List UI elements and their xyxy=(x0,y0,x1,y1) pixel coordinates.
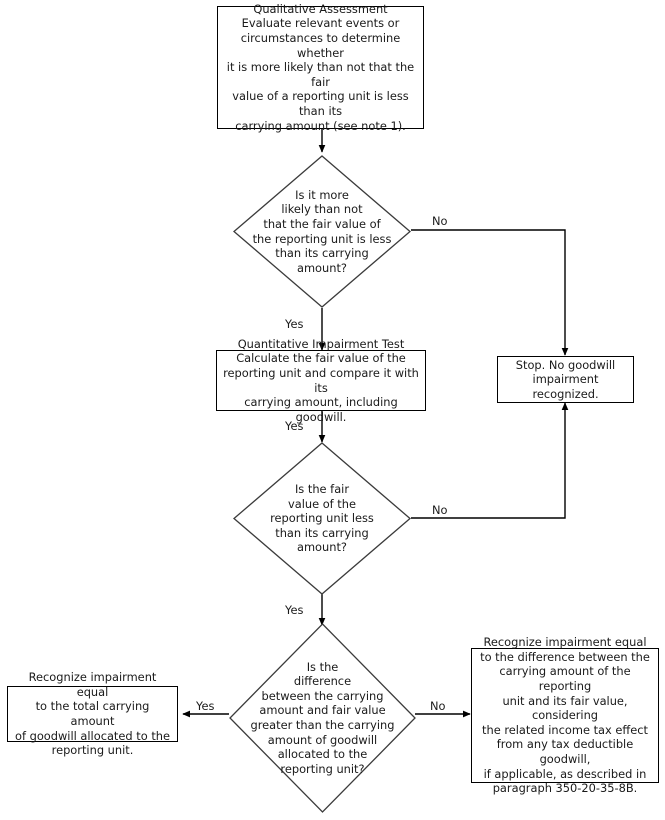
node-recognize-total-carrying[interactable]: Recognize impairment equal to the total … xyxy=(7,670,178,757)
node-recognize-difference[interactable]: Recognize impairment equal to the differ… xyxy=(471,635,659,795)
decision2-diamond-shape xyxy=(233,442,411,595)
node-recognize-difference-text: Recognize impairment equal to the differ… xyxy=(480,635,650,796)
decision3-diamond-shape xyxy=(229,623,416,813)
node-decision-fair-value-less[interactable]: Is the fair value of the reporting unit … xyxy=(233,442,411,595)
decision1-diamond-shape xyxy=(233,155,411,308)
node-decision-difference-greater[interactable]: Is the difference between the carrying a… xyxy=(229,623,416,813)
node-decision-more-likely-than-not-text: Is it more likely than not that the fair… xyxy=(252,187,392,275)
edge-decision2-no-to-stop xyxy=(411,402,569,519)
node-qualitative-assessment-text: Qualitative Assessment Evaluate relevant… xyxy=(226,1,415,133)
edge-label-decision2-no: No xyxy=(432,503,448,517)
node-quantitative-impairment-test[interactable]: Quantitative Impairment Test Calculate t… xyxy=(216,337,426,424)
node-stop-no-impairment[interactable]: Stop. No goodwill impairment recognized. xyxy=(497,356,634,403)
edge-label-decision3-yes: Yes xyxy=(196,699,215,713)
node-decision-fair-value-less-text: Is the fair value of the reporting unit … xyxy=(270,482,374,555)
decision3-label-wrap: Is the difference between the carrying a… xyxy=(229,623,416,813)
node-decision-difference-greater-text: Is the difference between the carrying a… xyxy=(250,659,395,776)
decision1-label-wrap: Is it more likely than not that the fair… xyxy=(233,155,411,308)
decision2-label-wrap: Is the fair value of the reporting unit … xyxy=(233,442,411,595)
edge-decision1-no-to-stop xyxy=(411,229,569,356)
edge-label-decision1-yes: Yes xyxy=(285,317,304,331)
edge-label-decision2-yes: Yes xyxy=(285,603,304,617)
edge-label-decision3-no: No xyxy=(430,699,446,713)
edge-label-decision1-no: No xyxy=(432,214,448,228)
node-stop-no-impairment-text: Stop. No goodwill impairment recognized. xyxy=(515,357,616,401)
node-quantitative-impairment-test-text: Quantitative Impairment Test Calculate t… xyxy=(223,336,419,424)
node-recognize-total-carrying-text: Recognize impairment equal to the total … xyxy=(14,670,171,758)
node-decision-more-likely-than-not[interactable]: Is it more likely than not that the fair… xyxy=(233,155,411,308)
edge-label-quantitative-yes: Yes xyxy=(285,419,304,433)
node-qualitative-assessment[interactable]: Qualitative Assessment Evaluate relevant… xyxy=(217,2,424,133)
